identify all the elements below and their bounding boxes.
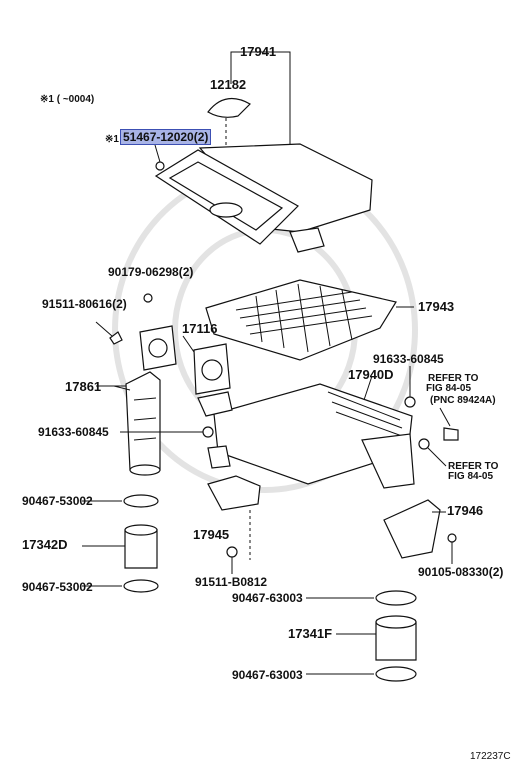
label-17945[interactable]: 17945 bbox=[193, 527, 230, 542]
pipe-17861-drawing bbox=[113, 325, 177, 476]
label-17341f[interactable]: 17341F bbox=[288, 626, 333, 641]
label-90105-08330[interactable]: 90105-08330(2) bbox=[418, 565, 504, 579]
figure-code: 172237C bbox=[470, 751, 511, 762]
leader-lines bbox=[82, 335, 376, 675]
refer-2-line1: REFER TO bbox=[448, 461, 499, 472]
label-17861[interactable]: 17861 bbox=[65, 379, 102, 394]
label-91633-60845-left[interactable]: 91633-60845 bbox=[38, 425, 109, 439]
note-1: ※1 ( ~0004) bbox=[40, 94, 95, 105]
refer-1-line1: REFER TO bbox=[428, 373, 479, 384]
label-17342d[interactable]: 17342D bbox=[22, 537, 68, 552]
label-90467-63003-bottom[interactable]: 90467-63003 bbox=[232, 668, 303, 682]
intercooler-17940d-drawing bbox=[197, 375, 415, 489]
cap-12182-drawing bbox=[207, 97, 251, 118]
label-12182[interactable]: 12182 bbox=[210, 77, 247, 92]
cover-17946-drawing bbox=[383, 499, 446, 559]
refer-2-line2[interactable]: FIG 84-05 bbox=[448, 471, 494, 482]
label-91511-b0812[interactable]: 91511-B0812 bbox=[195, 575, 268, 589]
clip-51467-drawing bbox=[154, 144, 165, 171]
bolts-drawing bbox=[95, 293, 459, 574]
refer-1-line3: (PNC 89424A) bbox=[430, 395, 496, 406]
label-90467-53002-bottom[interactable]: 90467-53002 bbox=[22, 580, 93, 594]
label-17940d[interactable]: 17940D bbox=[348, 367, 394, 382]
label-90467-53002-top[interactable]: 90467-53002 bbox=[22, 494, 93, 508]
label-17946[interactable]: 17946 bbox=[447, 503, 484, 518]
hose-17342d-drawing bbox=[123, 494, 159, 593]
label-90179-06298[interactable]: 90179-06298(2) bbox=[108, 265, 194, 279]
refer-1-line2[interactable]: FIG 84-05 bbox=[426, 383, 472, 394]
label-91511-80616[interactable]: 91511-80616(2) bbox=[42, 297, 127, 311]
panel-17943-drawing bbox=[205, 279, 414, 361]
leader-17941 bbox=[230, 51, 291, 148]
bracket-17945-drawing bbox=[207, 475, 261, 560]
label-17943[interactable]: 17943 bbox=[418, 299, 455, 314]
label-17941[interactable]: 17941 bbox=[240, 44, 277, 59]
label-91633-60845-right[interactable]: 91633-60845 bbox=[373, 352, 444, 366]
intake-duct-drawing bbox=[154, 143, 373, 253]
label-51467-12020-highlighted[interactable]: 51467-12020(2) bbox=[119, 129, 212, 145]
label-90467-63003-top[interactable]: 90467-63003 bbox=[232, 591, 303, 605]
hose-17341f-drawing bbox=[375, 590, 417, 682]
gasket-17116-drawing bbox=[193, 343, 231, 395]
note-1-marker: ※1 bbox=[105, 134, 119, 145]
label-17116[interactable]: 17116 bbox=[182, 321, 218, 336]
